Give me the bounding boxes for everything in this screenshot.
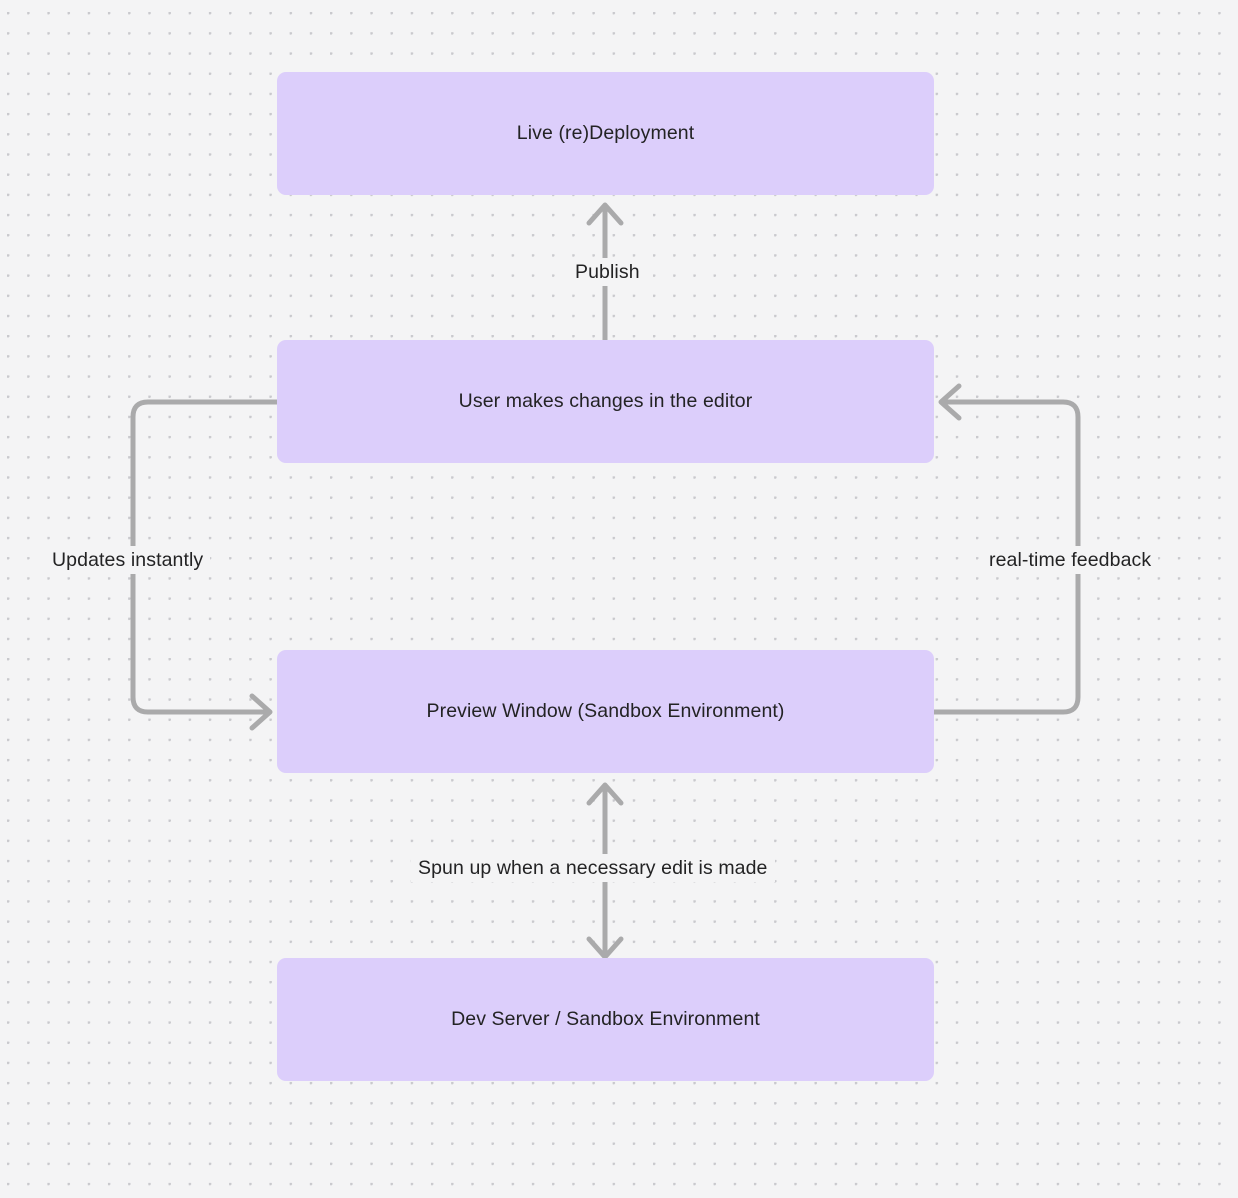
edge-label-publish: Publish	[568, 258, 647, 287]
node-live-redeployment[interactable]: Live (re)Deployment	[277, 72, 934, 195]
node-label: Live (re)Deployment	[516, 121, 695, 144]
node-dev-server[interactable]: Dev Server / Sandbox Environment	[277, 958, 934, 1081]
edge-label-updates-instantly: Updates instantly	[45, 546, 211, 575]
node-label: Preview Window (Sandbox Environment)	[426, 699, 785, 722]
node-label: Dev Server / Sandbox Environment	[451, 1007, 760, 1030]
node-preview-window[interactable]: Preview Window (Sandbox Environment)	[277, 650, 934, 773]
edge-label-real-time-feedback: real-time feedback	[982, 546, 1159, 575]
edge-label-spun-up: Spun up when a necessary edit is made	[411, 854, 775, 883]
node-label: User makes changes in the editor	[458, 389, 753, 412]
node-user-makes-changes[interactable]: User makes changes in the editor	[277, 340, 934, 463]
